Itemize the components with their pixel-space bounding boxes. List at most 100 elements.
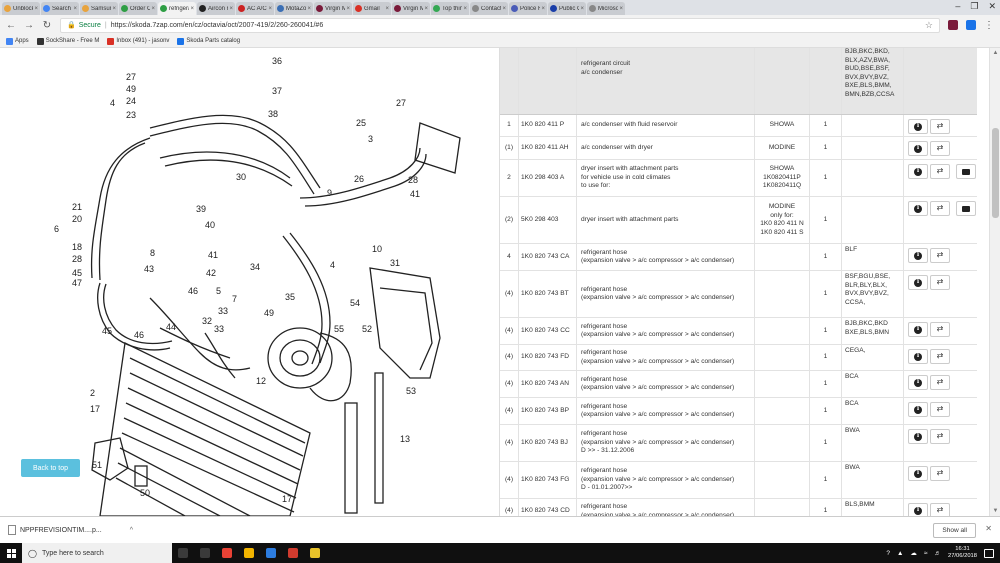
- diagram-callout[interactable]: 30: [236, 172, 246, 182]
- browser-tab[interactable]: Unblock×: [2, 2, 40, 15]
- swap-button[interactable]: ⇄: [930, 503, 950, 516]
- diagram-callout[interactable]: 43: [144, 264, 154, 274]
- maximize-button[interactable]: ❐: [970, 1, 979, 11]
- tab-close-icon[interactable]: ×: [268, 5, 272, 12]
- close-shelf-button[interactable]: ✕: [985, 524, 992, 533]
- bookmark-item[interactable]: Inbox (491) - jasonv: [107, 37, 169, 45]
- part-number-cell[interactable]: 1K0 820 743 CD: [519, 499, 577, 516]
- browser-tab[interactable]: Aircon r×: [197, 2, 235, 15]
- diagram-callout[interactable]: 28: [72, 254, 82, 264]
- info-button[interactable]: i: [908, 201, 928, 216]
- reload-button[interactable]: ↻: [42, 19, 52, 31]
- tab-close-icon[interactable]: ×: [190, 5, 194, 12]
- diagram-callout[interactable]: 17: [282, 494, 292, 504]
- part-number-cell[interactable]: 1K0 820 743 CC: [519, 318, 577, 344]
- extension-icon[interactable]: [948, 20, 958, 30]
- diagram-callout[interactable]: 45: [72, 268, 82, 278]
- show-all-button[interactable]: Show all: [933, 523, 976, 538]
- swap-button[interactable]: ⇄: [930, 201, 950, 216]
- part-number-cell[interactable]: 1K0 820 743 BJ: [519, 425, 577, 461]
- cloud-icon[interactable]: ☁: [910, 550, 917, 557]
- part-number-cell[interactable]: 1K0 820 743 AN: [519, 371, 577, 397]
- diagram-callout[interactable]: 6: [54, 224, 59, 234]
- bookmark-star-icon[interactable]: ☆: [924, 19, 933, 30]
- browser-tab[interactable]: Contact×: [470, 2, 508, 15]
- part-number-cell[interactable]: 1K0 820 743 BT: [519, 271, 577, 317]
- taskbar-app-icon[interactable]: [260, 543, 282, 563]
- browser-tab[interactable]: Samsung×: [80, 2, 118, 15]
- info-button[interactable]: i: [908, 349, 928, 364]
- part-number-cell[interactable]: 1K0 820 743 FG: [519, 462, 577, 498]
- diagram-callout[interactable]: 36: [272, 56, 282, 66]
- browser-tab[interactable]: Police R×: [509, 2, 547, 15]
- taskbar-search-input[interactable]: ◯ Type here to search: [22, 543, 172, 563]
- tab-close-icon[interactable]: ×: [229, 5, 233, 12]
- photo-button[interactable]: [956, 201, 976, 216]
- part-number-cell[interactable]: 1K0 298 403 A: [519, 160, 577, 196]
- swap-button[interactable]: ⇄: [930, 119, 950, 134]
- info-button[interactable]: i: [908, 429, 928, 444]
- notifications-icon[interactable]: [984, 548, 994, 558]
- tab-close-icon[interactable]: ×: [385, 5, 389, 12]
- browser-tab[interactable]: Search r×: [41, 2, 79, 15]
- diagram-callout[interactable]: 33: [218, 306, 228, 316]
- diagram-callout[interactable]: 10: [372, 244, 382, 254]
- close-window-button[interactable]: ✕: [988, 1, 996, 11]
- info-button[interactable]: i: [908, 322, 928, 337]
- part-number-cell[interactable]: 1K0 820 743 BP: [519, 398, 577, 424]
- tab-close-icon[interactable]: ×: [424, 5, 428, 12]
- browser-tab[interactable]: AC A/C×: [236, 2, 274, 15]
- browser-tab[interactable]: Public C×: [548, 2, 586, 15]
- swap-button[interactable]: ⇄: [930, 141, 950, 156]
- diagram-callout[interactable]: 8: [150, 248, 155, 258]
- diagram-callout[interactable]: 23: [126, 110, 136, 120]
- diagram-callout[interactable]: 32: [202, 316, 212, 326]
- tab-close-icon[interactable]: ×: [34, 5, 38, 12]
- volume-icon[interactable]: ♬: [934, 549, 941, 557]
- taskbar-app-icon[interactable]: [194, 543, 216, 563]
- diagram-callout[interactable]: 52: [362, 324, 372, 334]
- taskbar-app-icon[interactable]: [238, 543, 260, 563]
- diagram-callout[interactable]: 33: [214, 324, 224, 334]
- diagram-callout[interactable]: 39: [196, 204, 206, 214]
- tab-close-icon[interactable]: ×: [502, 5, 506, 12]
- part-number-cell[interactable]: 5K0 298 403: [519, 197, 577, 243]
- diagram-callout[interactable]: 37: [272, 86, 282, 96]
- diagram-callout[interactable]: 54: [350, 298, 360, 308]
- browser-tab[interactable]: Top thin×: [431, 2, 469, 15]
- diagram-callout[interactable]: 53: [406, 386, 416, 396]
- diagram-callout[interactable]: 20: [72, 214, 82, 224]
- part-number-cell[interactable]: 1K0 820 743 CA: [519, 244, 577, 270]
- tab-close-icon[interactable]: ×: [346, 5, 350, 12]
- part-number-cell[interactable]: 1K0 820 411 P: [519, 115, 577, 136]
- back-to-top-button[interactable]: Back to top: [21, 459, 80, 477]
- info-button[interactable]: i: [908, 402, 928, 417]
- swap-button[interactable]: ⇄: [930, 322, 950, 337]
- help-icon[interactable]: ?: [886, 549, 890, 557]
- browser-tab[interactable]: Gmail×: [353, 2, 391, 15]
- url-input[interactable]: 🔒 Secure | https://skoda.7zap.com/en/cz/…: [60, 17, 940, 33]
- diagram-callout[interactable]: 42: [206, 268, 216, 278]
- info-button[interactable]: i: [908, 248, 928, 263]
- swap-button[interactable]: ⇄: [930, 402, 950, 417]
- diagram-callout[interactable]: 49: [264, 308, 274, 318]
- swap-button[interactable]: ⇄: [930, 429, 950, 444]
- tab-close-icon[interactable]: ×: [463, 5, 467, 12]
- diagram-callout[interactable]: 31: [390, 258, 400, 268]
- swap-button[interactable]: ⇄: [930, 248, 950, 263]
- info-button[interactable]: i: [908, 466, 928, 481]
- back-button[interactable]: ←: [6, 19, 16, 31]
- scroll-up-arrow[interactable]: ▲: [992, 50, 999, 56]
- diagram-callout[interactable]: 38: [268, 109, 278, 119]
- diagram-callout[interactable]: 27: [396, 98, 406, 108]
- diagram-callout[interactable]: 45: [102, 326, 112, 336]
- diagram-callout[interactable]: 41: [208, 250, 218, 260]
- wifi-icon[interactable]: ≈: [923, 549, 928, 557]
- tab-close-icon[interactable]: ×: [151, 5, 155, 12]
- diagram-callout[interactable]: 51: [92, 460, 102, 470]
- diagram-callout[interactable]: 4: [110, 98, 115, 108]
- network-icon[interactable]: ▲: [896, 549, 904, 557]
- diagram-callout[interactable]: 2: [90, 388, 95, 398]
- diagram-callout[interactable]: 40: [205, 220, 215, 230]
- extension-icon[interactable]: [966, 20, 976, 30]
